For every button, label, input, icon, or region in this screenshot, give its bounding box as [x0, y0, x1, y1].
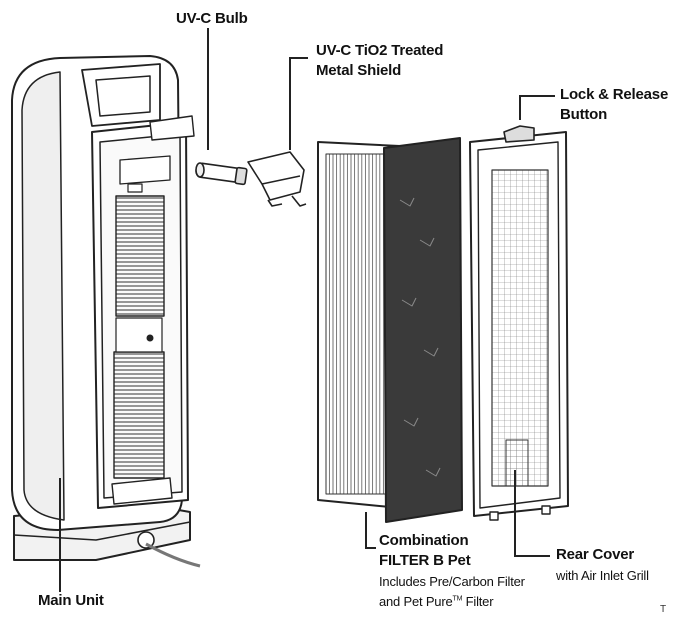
carbon-filter: [383, 137, 463, 523]
main-unit-grill-upper: [115, 195, 165, 317]
label-combo-line1: Combination: [379, 532, 469, 549]
label-lock-line1: Lock & Release: [560, 86, 669, 103]
label-rear-line2: with Air Inlet Grill: [556, 568, 649, 583]
leader-lines: [59, 28, 555, 592]
label-main-unit: Main Unit: [38, 592, 104, 609]
label-combo-line2: FILTER B Pet: [379, 552, 471, 569]
label-shield-line2: Metal Shield: [316, 62, 402, 79]
label-combo-line3: Includes Pre/Carbon Filter: [379, 574, 525, 589]
label-uvc-bulb: UV-C Bulb: [176, 10, 248, 27]
label-lock-line2: Button: [560, 106, 608, 123]
main-unit: [11, 55, 201, 568]
rear-cover: [469, 125, 569, 521]
label-combo-line4: and Pet PureTM Filter: [379, 594, 494, 609]
label-rear-line1: Rear Cover: [556, 546, 635, 563]
main-unit-grill-lower: [113, 351, 165, 479]
uvc-bulb: [195, 162, 248, 186]
metal-shield: [247, 151, 307, 207]
lock-release-button: [503, 125, 535, 143]
corner-mark: T: [660, 604, 666, 615]
label-shield-line1: UV-C TiO2 Treated: [316, 42, 444, 59]
combination-filter: [317, 137, 463, 523]
